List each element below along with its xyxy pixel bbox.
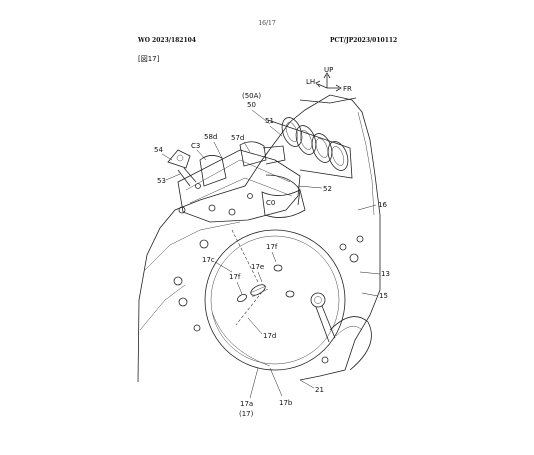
ref-57d: 57d [231, 134, 244, 142]
ref-50A: (50A) [242, 92, 261, 100]
ref-17a: 17a [240, 400, 253, 408]
page-number: 16/17 [258, 20, 276, 27]
ref-C0: C0 [266, 199, 275, 207]
intake-tubes [267, 117, 353, 179]
ref-17d: 17d [263, 332, 276, 340]
ref-54: 54 [154, 146, 163, 154]
ref-C3: C3 [191, 142, 200, 150]
ref-17f-left: 17f [229, 273, 241, 281]
fr-label: FR [343, 85, 352, 93]
engine-housing [137, 94, 381, 383]
ref-53: 53 [157, 177, 166, 185]
ref-21: 21 [315, 386, 324, 394]
up-label: UP [324, 66, 333, 74]
ref-17-paren: (17) [239, 410, 254, 418]
publication-number: WO 2023/182104 [138, 37, 196, 44]
throttle-body-assembly [167, 141, 306, 223]
orientation-compass: UP LH FR [306, 66, 352, 93]
ref-51: 51 [265, 117, 274, 125]
ref-16: 16 [378, 201, 387, 209]
ref-58d: 58d [204, 133, 217, 141]
ref-52: 52 [323, 185, 332, 193]
ref-17e: 17e [251, 263, 264, 271]
ref-17f-top: 17f [266, 243, 278, 251]
figure-label: [図17] [138, 55, 160, 63]
ref-13: 13 [381, 270, 390, 278]
ref-15: 15 [379, 292, 388, 300]
reference-leaders [161, 109, 381, 399]
ref-50: 50 [247, 101, 256, 109]
ref-17b: 17b [279, 399, 293, 407]
lh-label: LH [306, 78, 315, 86]
application-number: PCT/JP2023/010112 [330, 37, 398, 44]
ref-17c: 17c [202, 256, 215, 264]
